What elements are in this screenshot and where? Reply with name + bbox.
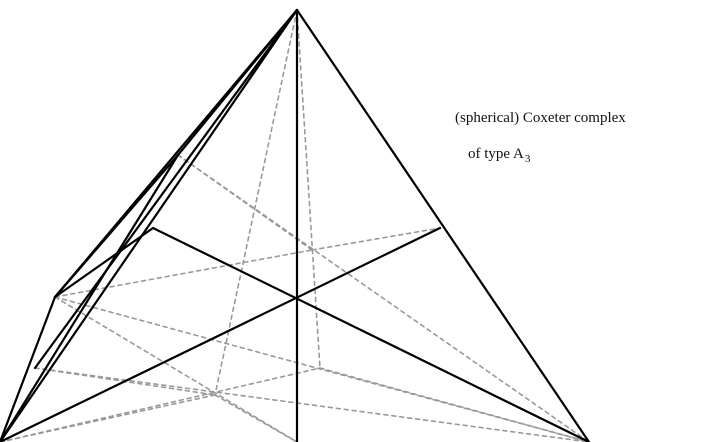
- hidden-edge: [0, 367, 321, 442]
- hidden-edge: [34, 367, 590, 442]
- hidden-edge: [214, 394, 298, 442]
- visible-edge: [0, 295, 57, 442]
- visible-edge: [0, 8, 299, 442]
- hidden-edge: [54, 296, 298, 442]
- hidden-edge: [54, 296, 590, 442]
- visible-edge: [151, 226, 591, 442]
- visible-edge: [33, 8, 299, 370]
- hidden-edges: [0, 9, 590, 442]
- visible-edge: [0, 226, 442, 442]
- hidden-edge: [0, 394, 216, 442]
- visible-edge: [53, 8, 299, 299]
- caption-title: (spherical) Coxeter complex: [455, 110, 626, 126]
- hidden-edge: [296, 9, 321, 369]
- visible-edge: [53, 226, 155, 299]
- hidden-edge: [54, 249, 313, 298]
- caption-type-subscript: 3: [524, 153, 531, 165]
- hidden-edge: [311, 227, 441, 251]
- caption-type-prefix: of type A: [468, 146, 524, 162]
- hidden-edge: [319, 367, 590, 442]
- visible-edge: [0, 153, 180, 442]
- hidden-edge: [177, 154, 313, 251]
- caption-type: of type A3: [468, 146, 531, 165]
- visible-edge: [295, 8, 591, 442]
- visible-edges: [0, 8, 591, 442]
